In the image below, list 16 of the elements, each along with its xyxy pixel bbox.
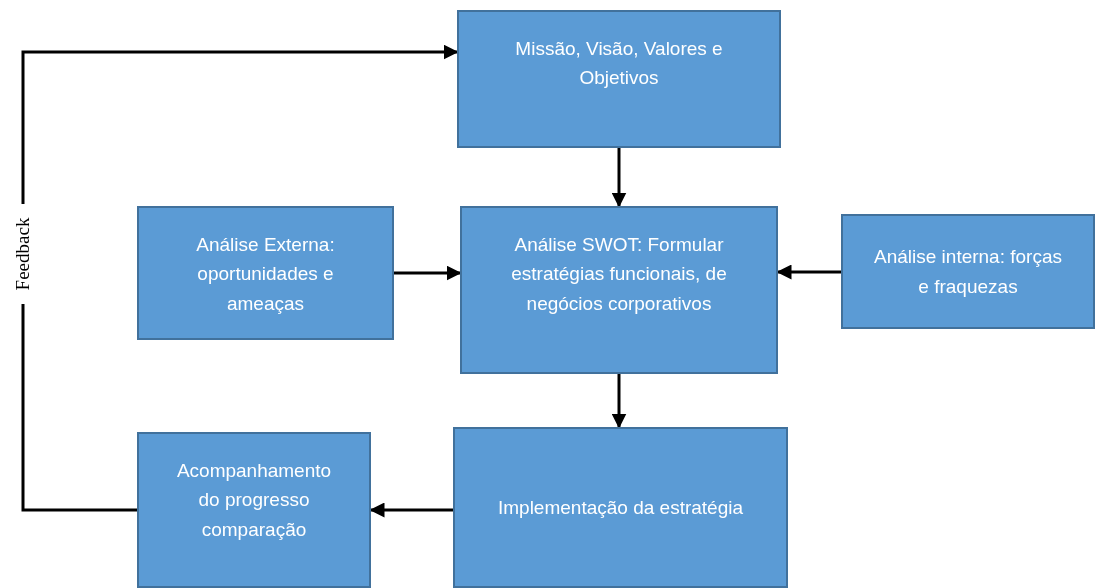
process-box	[460, 206, 778, 374]
box-text: Missão, Visão, Valores e Objetivos	[514, 37, 724, 91]
arrow	[611, 374, 627, 429]
box-text: Análise Externa: oportunidades e ameaças	[195, 233, 336, 316]
box-text: Análise SWOT: Formular estratégias funcionais, de negócios corporativos	[510, 233, 728, 316]
process-box	[457, 10, 781, 148]
process-box	[137, 432, 371, 588]
box-text: Acompanhamento do progresso comparação	[175, 459, 333, 542]
box-text: Análise interna: forças e fraquezas	[873, 245, 1063, 299]
arrow	[394, 265, 462, 281]
process-box	[137, 206, 394, 340]
arrow	[611, 148, 627, 208]
arrow	[21, 44, 459, 512]
process-box	[453, 427, 788, 588]
process-box	[841, 214, 1095, 329]
box-text: Implementação da estratégia	[497, 495, 743, 520]
